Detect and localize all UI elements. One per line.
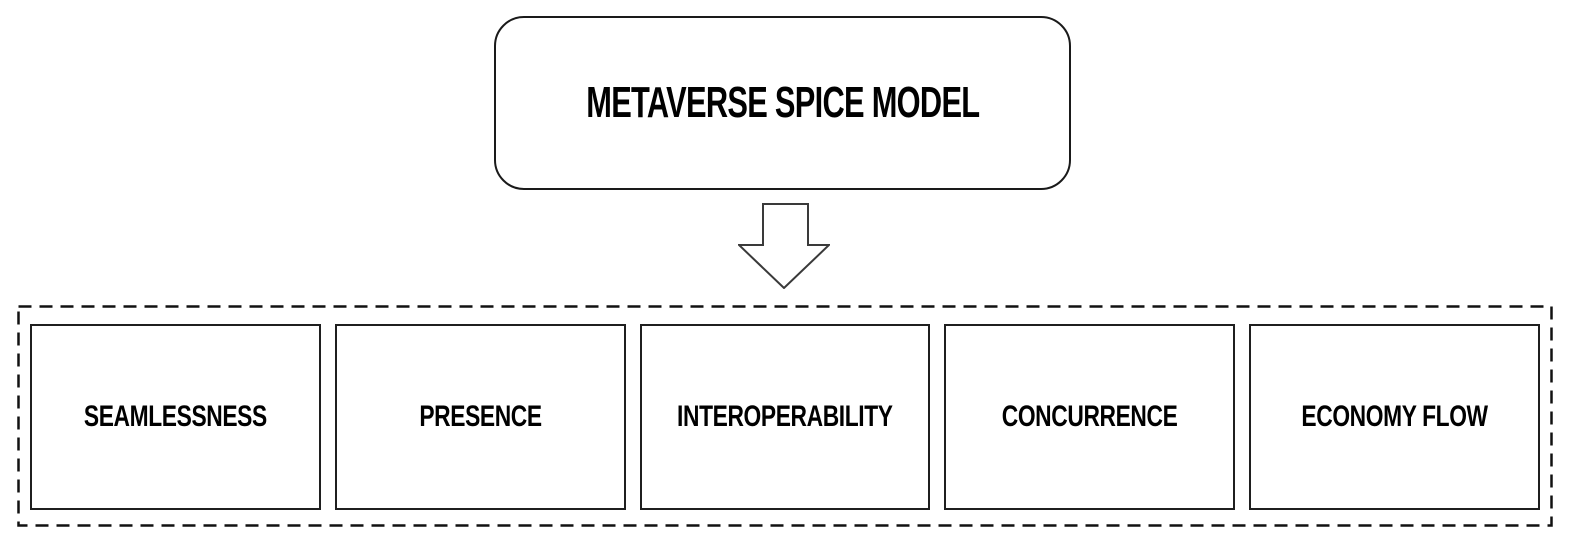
component-label: CONCURRENCE [1001,400,1178,433]
component-label: PRESENCE [418,400,542,433]
component-box-presence: PRESENCE [334,324,626,510]
dashed-border [17,305,1553,527]
down-arrow-icon [738,203,830,289]
component-label: SEAMLESSNESS [83,400,267,433]
component-box-economy-flow: ECONOMY FLOW [1249,324,1540,510]
component-box-seamlessness: SEAMLESSNESS [30,324,321,510]
component-label: ECONOMY FLOW [1301,400,1488,433]
component-box-concurrence: CONCURRENCE [944,324,1236,510]
component-label: INTEROPERABILITY [677,400,893,433]
title-box: METAVERSE SPICE MODEL [494,16,1071,190]
spice-components-container: SEAMLESSNESS PRESENCE INTEROPERABILITY C… [17,305,1553,527]
diagram-title: METAVERSE SPICE MODEL [585,78,980,127]
components-row: SEAMLESSNESS PRESENCE INTEROPERABILITY C… [17,305,1553,527]
component-box-interoperability: INTEROPERABILITY [639,324,931,510]
